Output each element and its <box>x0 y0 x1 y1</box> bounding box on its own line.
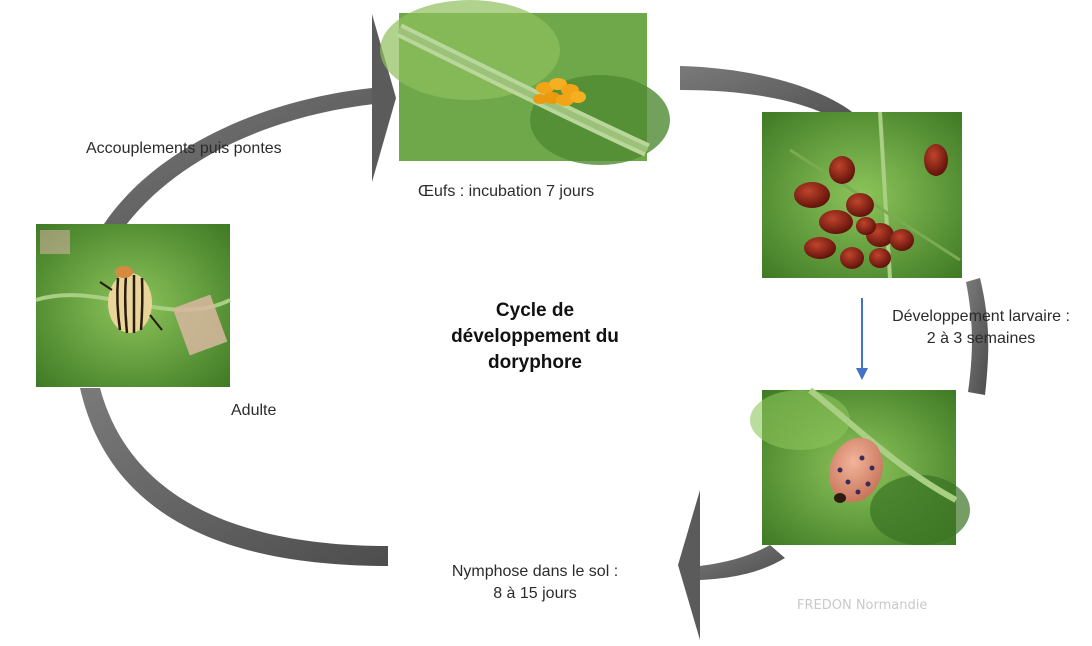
larvae-label: Développement larvaire : 2 à 3 semaines <box>871 306 1091 350</box>
larvae-label-line-2: 2 à 3 semaines <box>871 328 1091 350</box>
photo-pupa <box>750 390 970 545</box>
photo-adult <box>36 224 230 387</box>
diagram-title: Cycle de développement du doryphore <box>400 298 670 376</box>
mating-label: Accouplements puis pontes <box>86 140 282 158</box>
diagram-title-line-3: doryphore <box>400 350 670 376</box>
diagram-title-line-1: Cycle de <box>400 298 670 324</box>
pupa-label: Nymphose dans le sol : 8 à 15 jours <box>420 561 650 605</box>
photo-larvae <box>762 112 962 278</box>
cycle-arrow-top-left <box>100 14 396 236</box>
diagram-title-line-2: développement du <box>400 324 670 350</box>
down-arrow-icon <box>856 298 868 380</box>
adult-label: Adulte <box>231 402 276 420</box>
credit-watermark: FREDON Normandie <box>797 598 927 613</box>
pupa-label-line-2: 8 à 15 jours <box>420 583 650 605</box>
larvae-label-line-1: Développement larvaire : <box>871 306 1091 328</box>
eggs-label: Œufs : incubation 7 jours <box>418 183 594 201</box>
pupa-label-line-1: Nymphose dans le sol : <box>420 561 650 583</box>
photo-eggs <box>380 0 670 165</box>
